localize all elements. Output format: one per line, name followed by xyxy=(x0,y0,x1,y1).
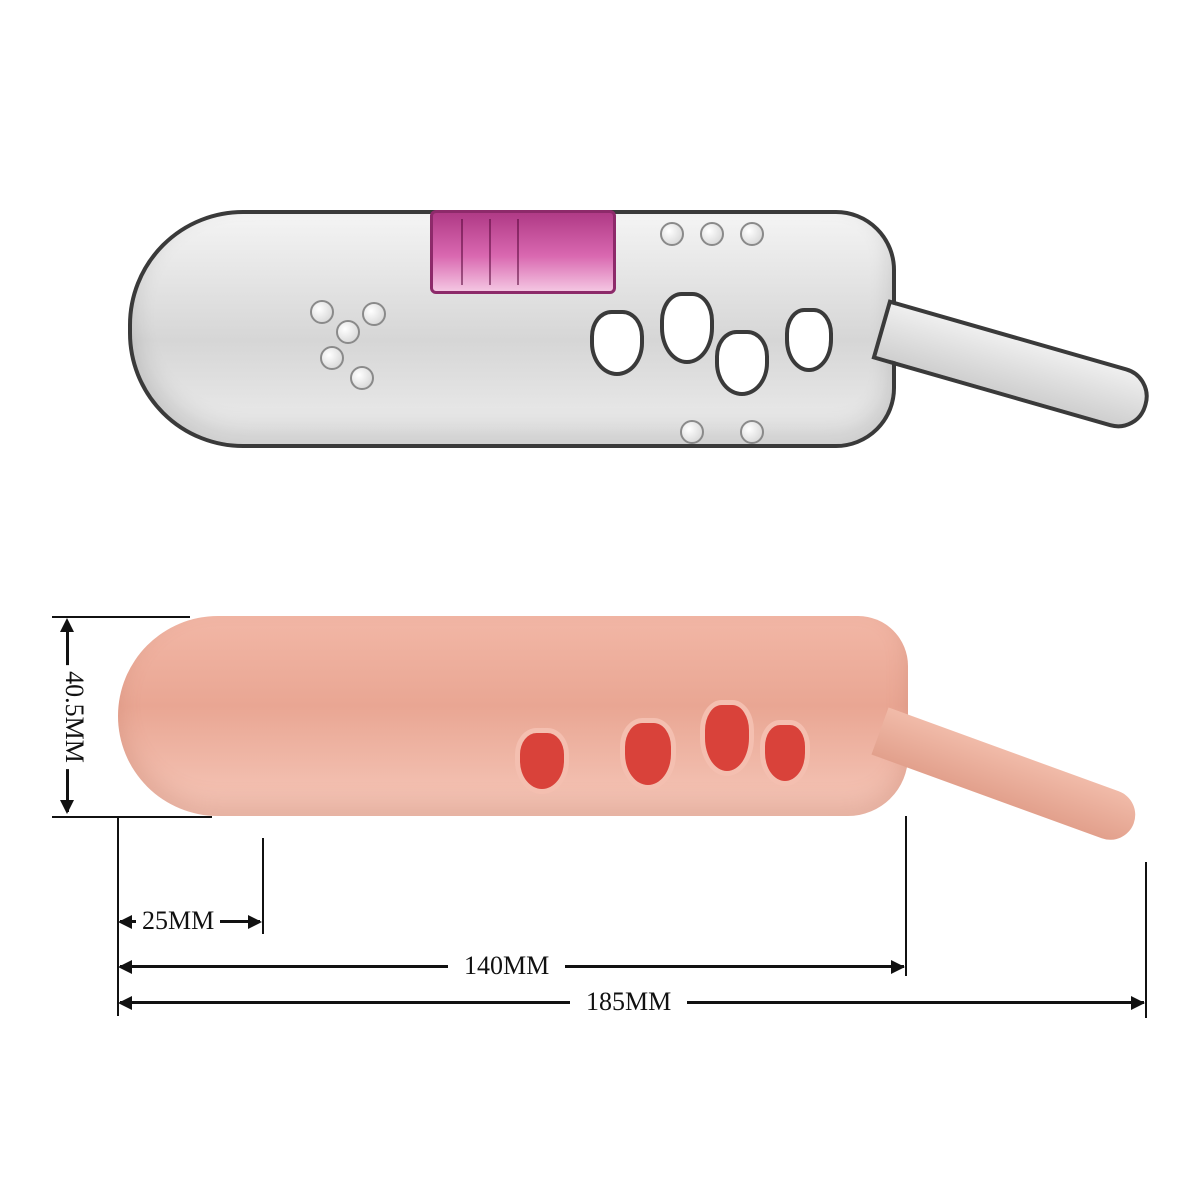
arrow-left-icon xyxy=(118,960,132,974)
body-length-label: 140MM xyxy=(448,951,566,981)
cutout xyxy=(620,718,676,790)
height-label: 40.5MM xyxy=(58,665,89,769)
texture-nub xyxy=(336,320,360,344)
texture-nub xyxy=(740,222,764,246)
extension-line-140mm xyxy=(905,816,907,976)
arrow-right-icon xyxy=(891,960,905,974)
total-length-label: 185MM xyxy=(570,987,688,1017)
texture-nub xyxy=(660,222,684,246)
sleeve-render xyxy=(118,616,908,816)
texture-nub xyxy=(680,420,704,444)
arrow-left-icon xyxy=(118,915,132,929)
height-extension-bottom xyxy=(52,816,212,818)
cutout xyxy=(785,308,833,372)
texture-nub xyxy=(310,300,334,324)
cutout xyxy=(590,310,644,376)
extension-line-185mm xyxy=(1145,862,1147,1018)
cutout xyxy=(515,728,569,794)
cutout xyxy=(700,700,754,776)
texture-nub xyxy=(700,222,724,246)
top-view-illustration xyxy=(120,180,1160,480)
arrow-left-icon xyxy=(118,996,132,1010)
arrow-down-icon xyxy=(60,800,74,814)
texture-nub xyxy=(740,420,764,444)
arrow-up-icon xyxy=(60,618,74,632)
head-length-label: 25MM xyxy=(136,906,221,936)
arrow-right-icon xyxy=(248,915,262,929)
height-extension-top xyxy=(52,616,190,618)
cutout xyxy=(660,292,714,364)
cutout xyxy=(715,330,769,396)
tail-strap-outline xyxy=(871,299,1156,436)
bottom-view-dimensions: 40.5MM 25MM 140MM 185MM xyxy=(0,600,1199,1040)
texture-nub xyxy=(350,366,374,390)
extension-line-25mm xyxy=(262,838,264,934)
texture-nub xyxy=(362,302,386,326)
cutout xyxy=(760,720,810,786)
texture-nub xyxy=(320,346,344,370)
arrow-right-icon xyxy=(1131,996,1145,1010)
tail-strap-render xyxy=(871,707,1143,847)
bullet-unit xyxy=(430,210,616,294)
